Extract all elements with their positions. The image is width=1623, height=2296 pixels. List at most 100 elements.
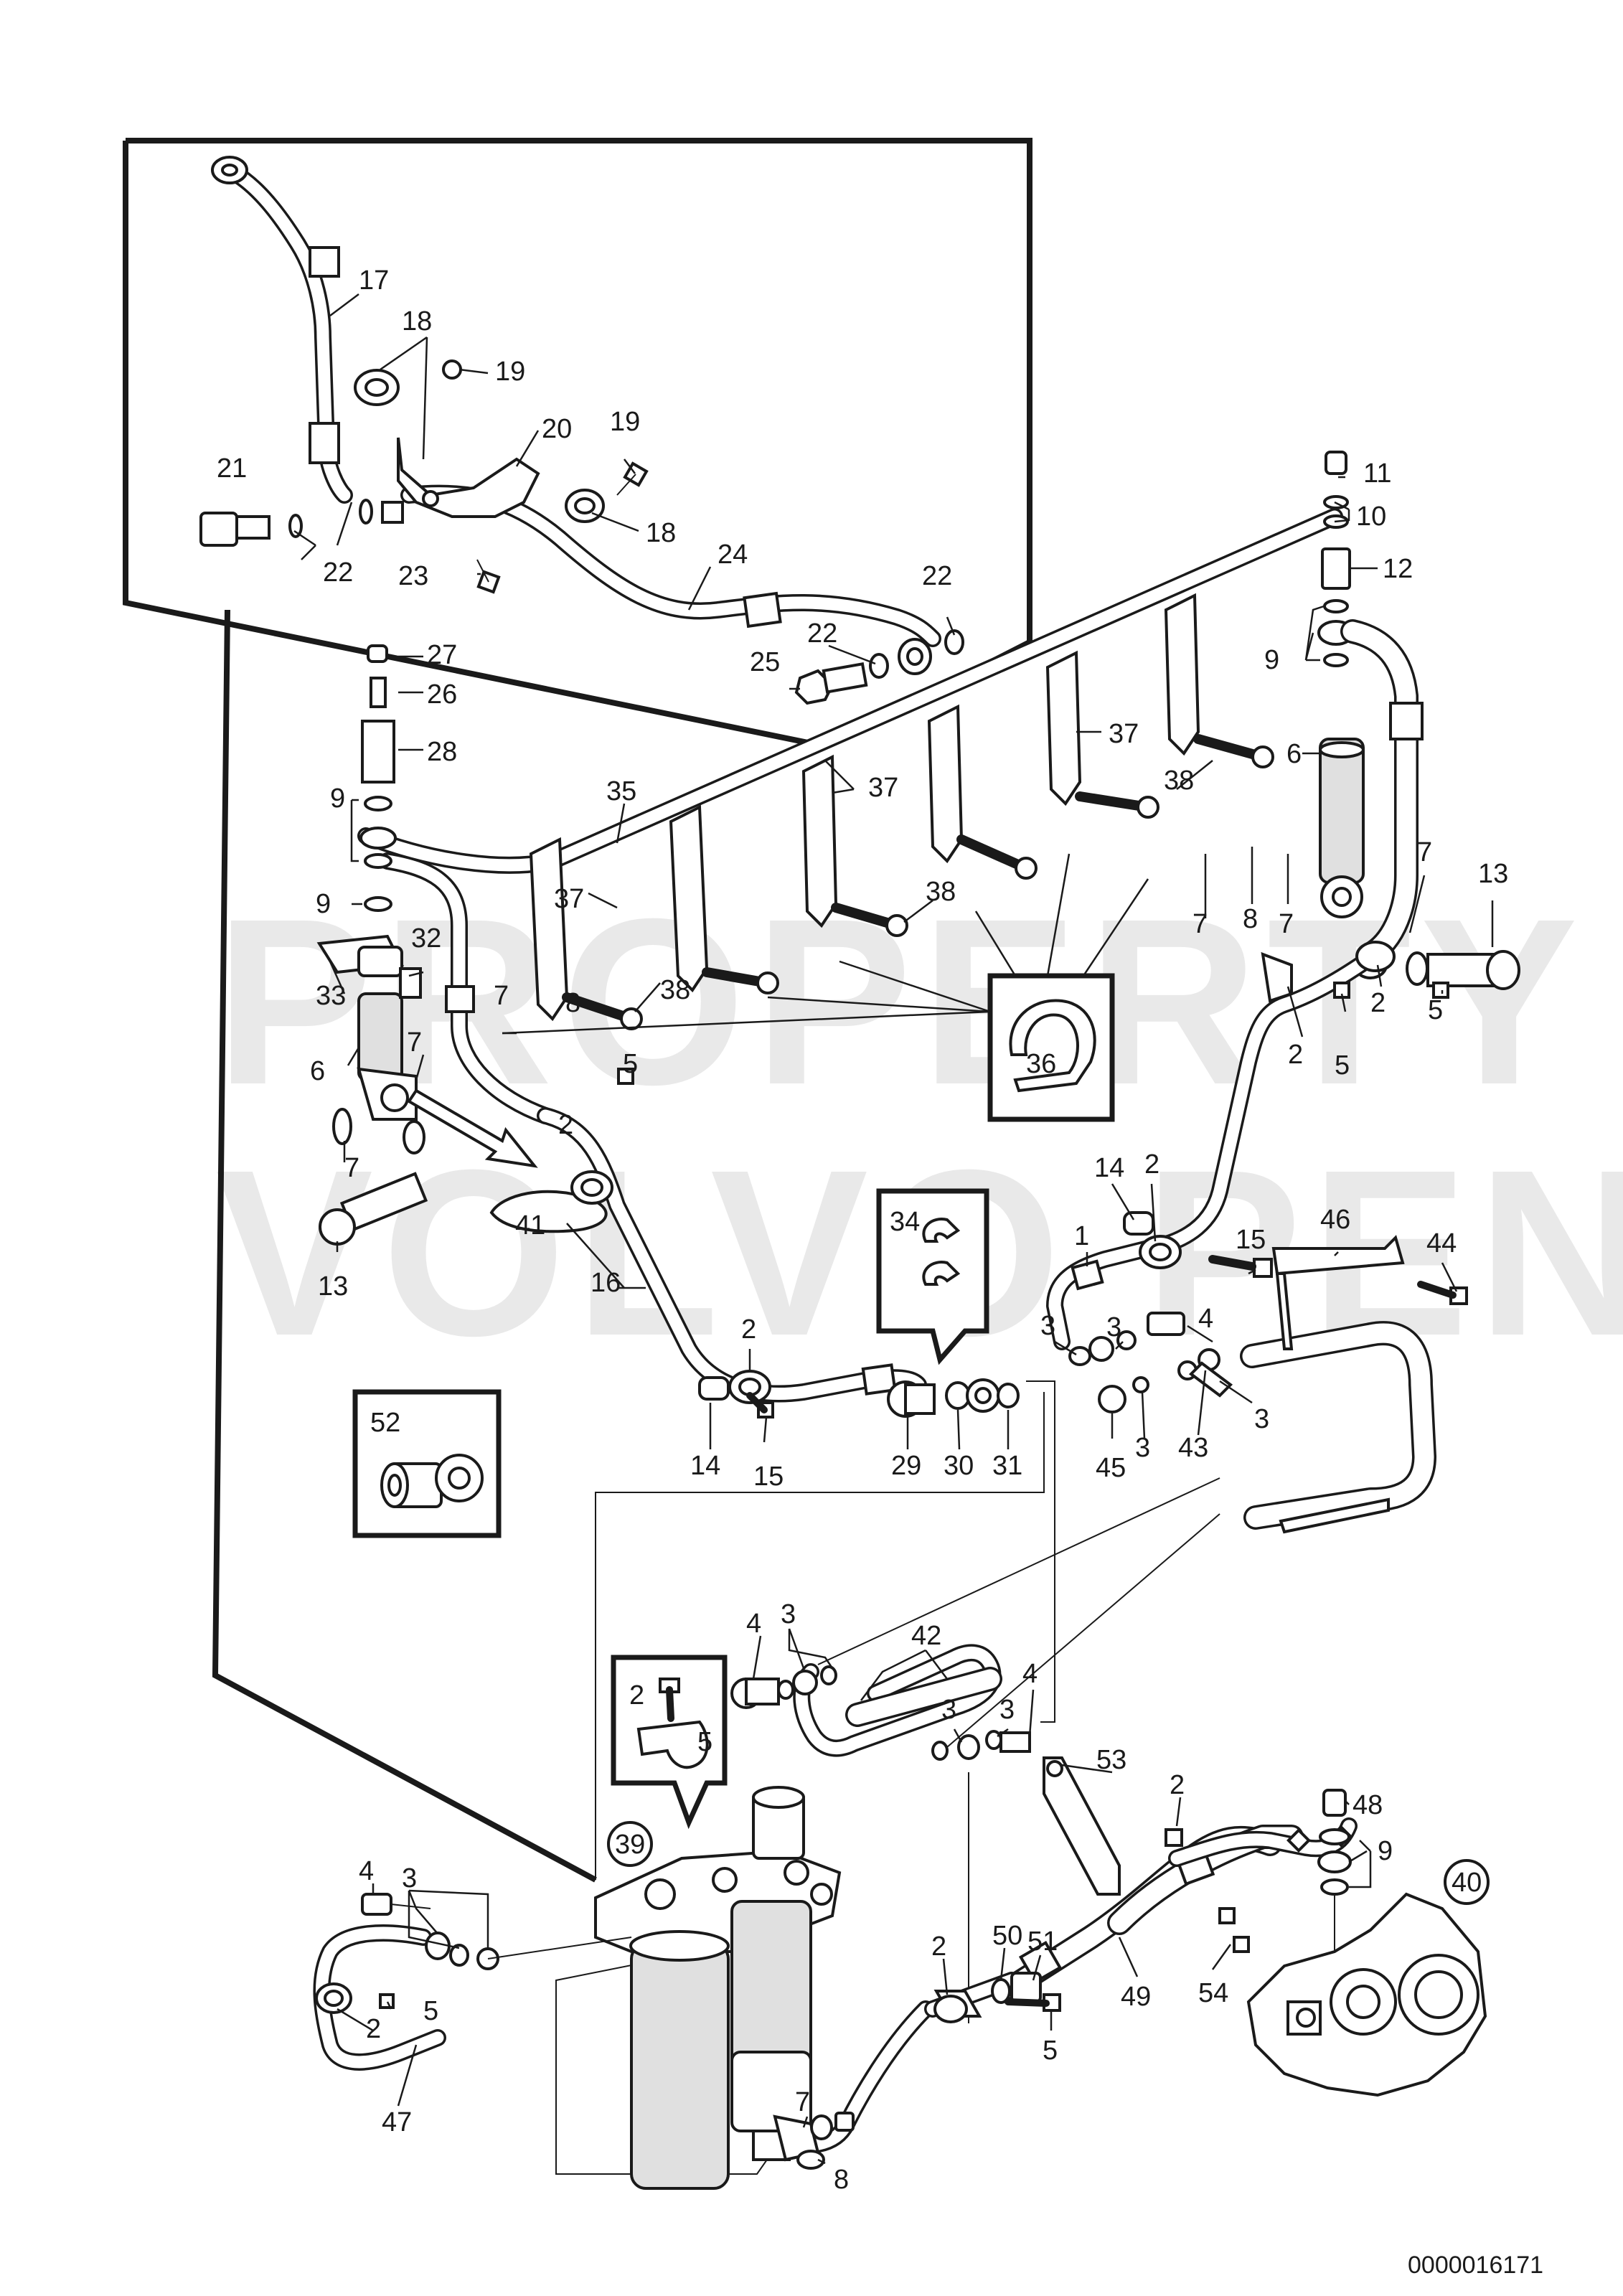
callout-35: 35 <box>606 776 636 806</box>
callout-2-left: 2 <box>366 2014 381 2044</box>
box-34 <box>876 1188 989 1365</box>
banjo-bolt-13-left <box>319 1108 428 1246</box>
pump-stack-48 <box>1317 1789 1352 1980</box>
callout-11: 11 <box>1363 458 1391 489</box>
callout-17: 17 <box>359 265 389 296</box>
fittings-right <box>1068 1312 1233 1413</box>
callout-7-f: 7 <box>795 2087 810 2117</box>
callout-54: 54 <box>1198 1978 1228 2008</box>
callout-26: 26 <box>427 679 457 710</box>
callout-1: 1 <box>1074 1221 1089 1251</box>
callout-9-pump: 9 <box>1378 1836 1393 1866</box>
callout-2-box: 2 <box>629 1680 644 1711</box>
callout-31: 31 <box>992 1451 1022 1481</box>
callout-4-left: 4 <box>359 1856 374 1886</box>
callout-34: 34 <box>890 1207 920 1237</box>
callout-5-left: 5 <box>423 1996 438 2026</box>
pipe-42 <box>793 1477 1220 1757</box>
callout-48: 48 <box>1352 1790 1383 1820</box>
callout-18-right: 18 <box>646 518 676 548</box>
callout-8-f: 8 <box>834 2165 849 2195</box>
callout-3-a: 3 <box>1106 1312 1121 1342</box>
callout-33: 33 <box>316 981 346 1011</box>
callout-2-right: 2 <box>1370 988 1386 1018</box>
arrow-41 <box>407 1088 608 1233</box>
callout-46: 46 <box>1320 1205 1350 1235</box>
leaders-main <box>329 476 1494 2165</box>
banjo-bolt-21 <box>199 499 404 547</box>
callout-21: 21 <box>217 453 247 484</box>
callout-4-mid: 4 <box>746 1609 761 1639</box>
callout-8-b: 8 <box>1243 904 1258 934</box>
callout-38-a: 38 <box>660 975 690 1005</box>
callout-12: 12 <box>1383 554 1413 584</box>
callout-3-f: 3 <box>999 1695 1015 1725</box>
callout-2-f: 2 <box>931 1932 946 1962</box>
callout-15-left: 15 <box>753 1462 784 1492</box>
brackets-37 <box>529 593 1200 1022</box>
callout-30: 30 <box>944 1451 974 1481</box>
pipe-47 <box>313 1893 632 2071</box>
callout-14-left: 14 <box>690 1451 720 1481</box>
callout-2-mid: 2 <box>1288 1040 1303 1070</box>
clamp-18-right <box>565 489 605 523</box>
callout-40: 40 <box>1452 1868 1482 1898</box>
callout-7-right: 7 <box>1417 837 1432 867</box>
callout-5-box: 5 <box>697 1727 712 1757</box>
bracket-20 <box>397 437 540 518</box>
callout-25: 25 <box>750 647 780 677</box>
callout-3-d: 3 <box>1135 1433 1150 1463</box>
callout-41: 41 <box>515 1210 545 1241</box>
leaders-inset <box>293 293 956 690</box>
fuel-pump-40 <box>1246 1892 1487 2097</box>
box-clamp <box>611 1655 728 1830</box>
callout-7-c: 7 <box>1192 909 1208 939</box>
pipe-46 <box>1240 1235 1468 1534</box>
callout-22-left: 22 <box>323 557 353 588</box>
callout-2-c: 2 <box>1144 1149 1159 1180</box>
callout-9-b: 9 <box>316 889 331 919</box>
callout-50: 50 <box>992 1921 1022 1951</box>
callout-19-right: 19 <box>610 407 640 437</box>
callout-19-left: 19 <box>495 357 525 387</box>
circle-labels <box>607 1821 1490 1905</box>
screws-inset <box>442 359 649 594</box>
callout-22-right: 22 <box>922 561 952 591</box>
callout-15-right: 15 <box>1236 1225 1266 1255</box>
fittings-42 <box>730 1665 1031 1761</box>
callout-45: 45 <box>1096 1453 1126 1483</box>
callout-9-right: 9 <box>1264 645 1279 675</box>
callout-27: 27 <box>427 640 457 670</box>
callout-49: 49 <box>1121 1982 1151 2012</box>
box-36 <box>502 853 1149 1122</box>
filter-guide-lines <box>555 1380 1055 2175</box>
spacers-14 <box>617 982 1449 1418</box>
right-stack <box>1317 451 1365 918</box>
callout-42: 42 <box>911 1621 941 1651</box>
callout-4-f: 4 <box>1022 1659 1038 1689</box>
callout-4-right: 4 <box>1198 1304 1213 1334</box>
callout-36: 36 <box>1026 1049 1056 1079</box>
pipe-17 <box>211 156 353 504</box>
callout-3-b: 3 <box>1040 1311 1055 1341</box>
callout-13-right: 13 <box>1478 859 1508 889</box>
callout-51: 51 <box>1027 1926 1058 1957</box>
callout-9-a: 9 <box>330 784 345 814</box>
clamp-18-top <box>354 369 400 406</box>
callout-53: 53 <box>1096 1745 1126 1775</box>
callout-38-b: 38 <box>926 877 956 907</box>
hose-right <box>1340 619 1424 966</box>
callout-5-f: 5 <box>1043 2036 1058 2066</box>
callout-39: 39 <box>615 1830 645 1860</box>
callout-24: 24 <box>718 540 748 570</box>
callout-16: 16 <box>591 1268 621 1298</box>
callout-2-e: 2 <box>1170 1770 1185 1800</box>
callout-6-right: 6 <box>1286 739 1302 769</box>
callout-5-right: 5 <box>1428 995 1443 1025</box>
callout-32: 32 <box>411 923 441 954</box>
callout-3-g: 3 <box>941 1695 956 1725</box>
callout-8-a: 8 <box>565 988 580 1018</box>
banjo-bolt-29 <box>887 1378 1020 1418</box>
callout-23: 23 <box>398 561 428 591</box>
callout-52: 52 <box>370 1408 400 1438</box>
